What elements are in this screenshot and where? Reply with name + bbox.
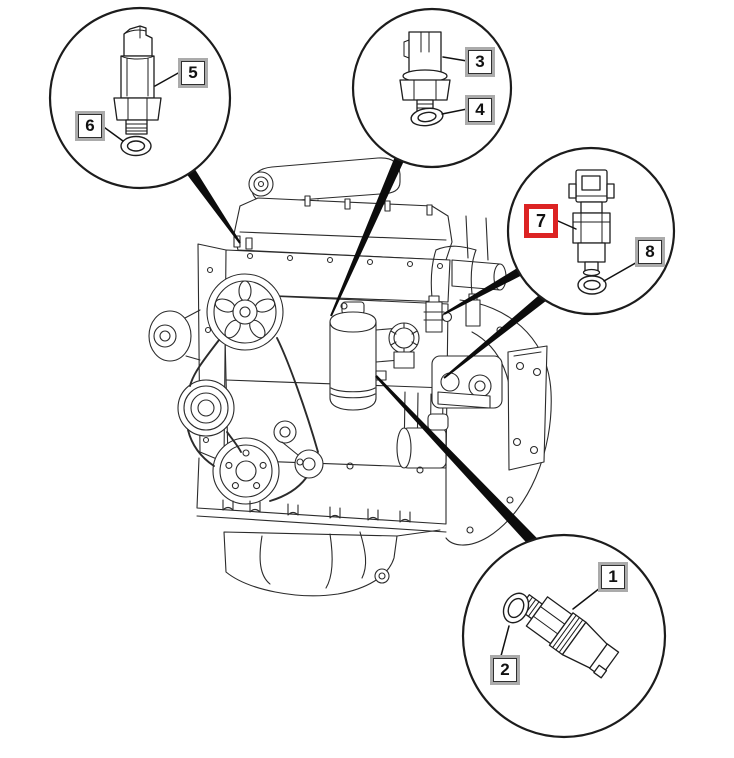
engine-mount-bracket: [507, 345, 548, 471]
callout-5[interactable]: 5: [181, 61, 205, 85]
callout-4[interactable]: 4: [468, 98, 492, 122]
callout-4-label: 4: [475, 100, 485, 119]
leader-line-circle3-lower: [443, 292, 548, 379]
water-pump-pulley: [206, 273, 284, 351]
callout-3-label: 3: [475, 52, 485, 71]
leader-line-circle4: [375, 375, 540, 549]
leader-label-7: [557, 220, 577, 230]
leader-label-5: [154, 71, 181, 87]
leader-label-6: [100, 124, 124, 142]
oil-pan: [196, 457, 447, 597]
intake-flange: [248, 171, 274, 197]
part-5-sensor: [113, 25, 162, 135]
callout-2[interactable]: 2: [493, 658, 517, 682]
leader-label-1: [572, 587, 601, 610]
valve-cover: [233, 197, 453, 261]
leader-label-3: [442, 56, 468, 62]
callout-6[interactable]: 6: [78, 114, 102, 138]
part-2-washer: [502, 592, 530, 624]
leader-wedges: [184, 156, 548, 549]
label-leader-lines: [100, 56, 640, 657]
part-8-washer: [577, 275, 607, 295]
leader-label-8: [603, 260, 640, 282]
callout-3[interactable]: 3: [468, 50, 492, 74]
callout-6-label: 6: [85, 116, 95, 135]
callout-7-label: 7: [535, 210, 546, 231]
part-3-sensor: [399, 31, 451, 113]
part-6-washer: [120, 135, 152, 157]
crankshaft-damper: [177, 379, 235, 437]
callout-8[interactable]: 8: [638, 240, 662, 264]
injection-pump: [431, 355, 503, 409]
callout-1[interactable]: 1: [601, 565, 625, 589]
idler-pulley: [273, 420, 297, 444]
leader-label-2: [500, 625, 510, 657]
leader-label-4: [441, 108, 468, 115]
callout-5-label: 5: [188, 63, 198, 82]
tensioner-pulley: [294, 449, 324, 479]
drive-belt: [187, 337, 319, 502]
engine-illustration: [148, 157, 552, 597]
fuel-filter-canister: [329, 301, 401, 411]
callout-2-label: 2: [500, 660, 510, 679]
leader-line-circle1: [184, 166, 241, 244]
leader-line-circle3-upper: [443, 264, 529, 315]
callout-7-highlighted[interactable]: 7: [524, 204, 558, 238]
crank-pulley: [212, 437, 280, 505]
part-1-sensor: [518, 594, 620, 679]
callout-8-label: 8: [645, 242, 655, 261]
leader-line-circle2: [330, 156, 405, 317]
callout-1-label: 1: [608, 567, 618, 586]
part-4-washer: [410, 107, 444, 127]
